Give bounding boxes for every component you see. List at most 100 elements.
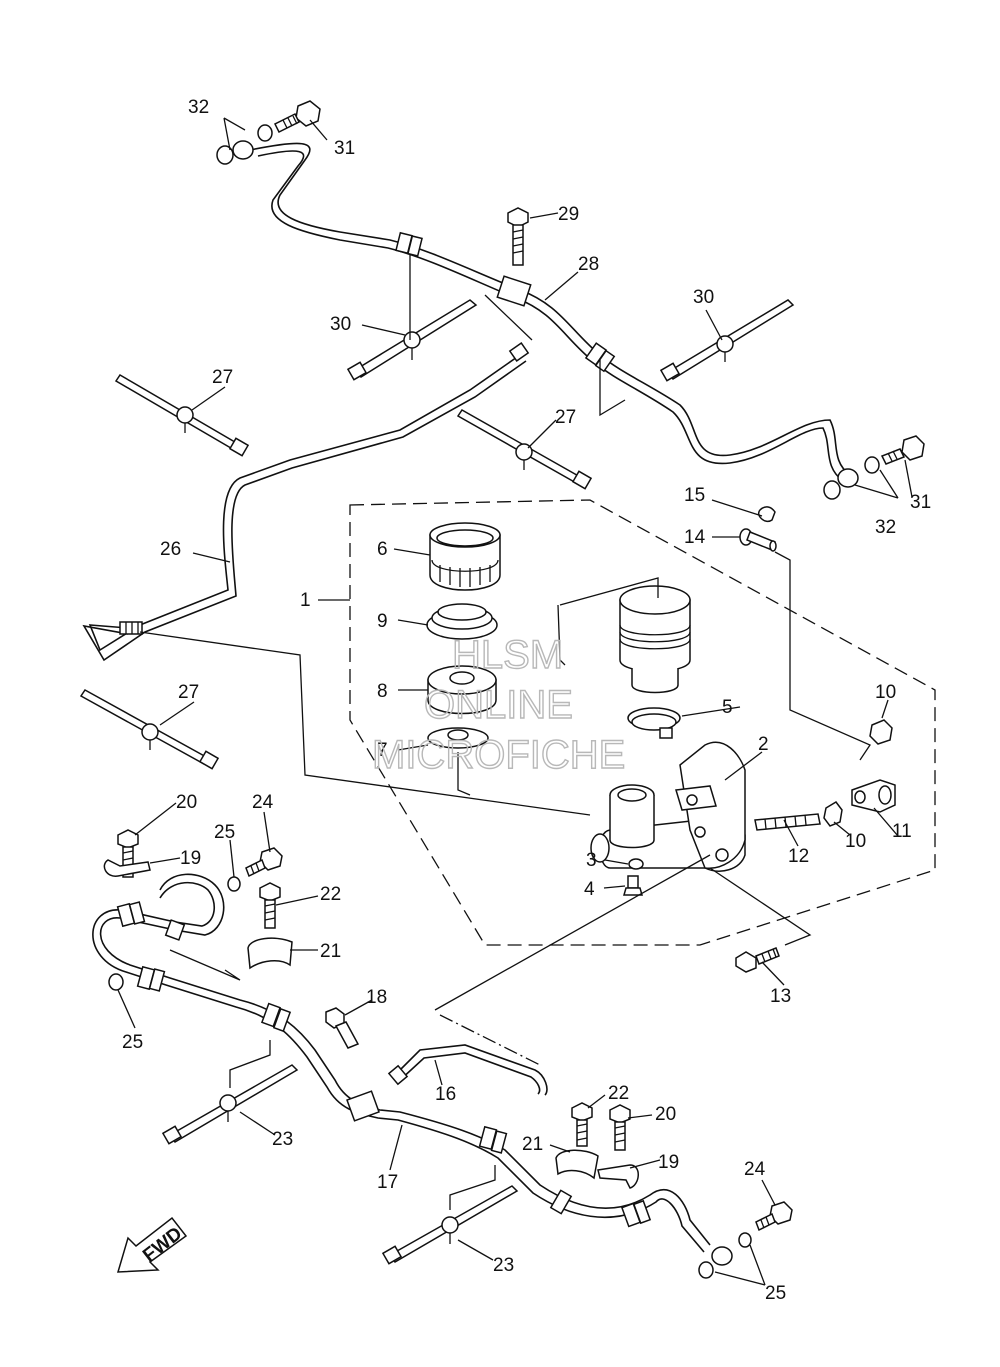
- callout-26: 26: [160, 539, 181, 560]
- callout-18: 18: [366, 987, 387, 1008]
- callout-labels: 32 31 29 28 30 30 27 27 15 31 32 14 26 6…: [122, 97, 931, 1304]
- clamp-21-lower: [555, 1149, 599, 1180]
- bolt-22-lower: [571, 1102, 593, 1147]
- diaphragm-holder-9: [426, 603, 498, 640]
- clip-19-upper: [103, 859, 151, 877]
- callout-28: 28: [578, 254, 599, 275]
- callout-10-upper: 10: [875, 682, 896, 703]
- callout-11: 11: [892, 821, 912, 842]
- bolt-22-upper: [259, 882, 281, 929]
- float-plate-7: [427, 727, 489, 749]
- fwd-arrow-icon: FWD: [116, 1216, 188, 1273]
- callout-3: 3: [586, 850, 597, 871]
- callout-31-top: 31: [334, 138, 355, 159]
- assembly-boundary: [349, 499, 936, 946]
- bolt-29: [507, 207, 529, 266]
- callout-22-lower: 22: [608, 1083, 629, 1104]
- callout-30-right: 30: [693, 287, 714, 308]
- nut-10-lower: [823, 801, 843, 827]
- bleed-screw-4: [623, 875, 643, 896]
- callout-25-lower: 25: [765, 1283, 786, 1304]
- callout-25-left: 25: [122, 1032, 143, 1053]
- cable-tie-27-upper-left: [114, 373, 250, 457]
- callout-21-lower: 21: [522, 1134, 543, 1155]
- clevis-11: [851, 779, 896, 813]
- nut-10-upper: [869, 719, 893, 745]
- banjo-bolt-24-upper: [245, 847, 283, 878]
- washer-25-upper: [227, 876, 241, 892]
- callout-5: 5: [722, 697, 733, 718]
- callout-24-upper: 24: [252, 792, 274, 813]
- callout-23-left: 23: [272, 1129, 293, 1150]
- callout-14: 14: [684, 527, 706, 548]
- callout-leaders: [117, 117, 913, 1286]
- callout-32-top: 32: [188, 97, 209, 118]
- pipe-junction: [496, 275, 532, 307]
- callout-29: 29: [558, 204, 579, 225]
- callout-4: 4: [584, 879, 595, 900]
- watermark: HLSM ONLINE MICROFICHE: [371, 632, 626, 777]
- diaphragm-8: [427, 665, 497, 715]
- cable-tie-27-lower-left: [79, 689, 220, 770]
- callout-31-right: 31: [910, 492, 931, 513]
- reservoir-cap-6: [429, 522, 501, 591]
- master-cylinder-2: [590, 741, 746, 872]
- washer-25-lower-right-a: [698, 1261, 714, 1279]
- watermark-line2: ONLINE: [424, 683, 573, 727]
- reservoir-body: [619, 585, 691, 694]
- hose-junction: [346, 1090, 380, 1122]
- cable-tie-23-left: [161, 1064, 299, 1145]
- watermark-line1: HLSM: [452, 633, 563, 677]
- callout-24-lower: 24: [744, 1159, 766, 1180]
- callout-27-lower: 27: [178, 682, 199, 703]
- washer-25-lower-left: [108, 973, 124, 991]
- cable-tie-30-right: [659, 299, 795, 382]
- bolt-20-lower: [609, 1104, 631, 1151]
- callout-30-left: 30: [330, 314, 351, 335]
- brake-hose-17: [92, 873, 711, 1253]
- bolt-13: [735, 947, 780, 973]
- banjo-bolt-31-top: [273, 100, 321, 134]
- cable-tie-23-right: [381, 1185, 519, 1265]
- cable-tie-27-middle: [456, 409, 593, 490]
- cable-tie-30-left: [346, 299, 478, 381]
- callout-1: 1: [300, 590, 311, 611]
- hose-clamp-5: [627, 707, 681, 739]
- callout-27-middle: 27: [555, 407, 576, 428]
- brake-pipe-16: [387, 1044, 548, 1096]
- callout-20-upper: 20: [176, 792, 197, 813]
- callout-23-right: 23: [493, 1255, 514, 1276]
- banjo-bolt-31-right: [880, 435, 925, 465]
- banjo-bolt-24-lower: [755, 1201, 793, 1232]
- clevis-pin-14: [739, 528, 777, 552]
- callout-20-lower: 20: [655, 1104, 676, 1125]
- brake-pipe-top: [216, 100, 925, 500]
- callout-8: 8: [377, 681, 388, 702]
- callout-19-lower: 19: [658, 1152, 679, 1173]
- callout-17: 17: [377, 1172, 398, 1193]
- callout-19-upper: 19: [180, 848, 201, 869]
- callout-10-lower: 10: [845, 831, 866, 852]
- callout-2: 2: [758, 734, 769, 755]
- brake-pipe-26: [82, 342, 530, 662]
- cotter-pin-15: [758, 506, 776, 522]
- callout-21-upper: 21: [320, 941, 341, 962]
- callout-12: 12: [788, 846, 809, 867]
- callout-7: 7: [377, 740, 388, 761]
- clip-19-lower: [597, 1164, 639, 1189]
- callout-13: 13: [770, 986, 791, 1007]
- callout-16: 16: [435, 1084, 456, 1105]
- callout-27-upper: 27: [212, 367, 233, 388]
- callout-25-upper: 25: [214, 822, 235, 843]
- watermark-line3: MICROFICHE: [372, 733, 625, 777]
- callout-9: 9: [377, 611, 388, 632]
- bolt-18: [325, 1007, 360, 1049]
- callout-32-right: 32: [875, 517, 896, 538]
- washer-25-lower-right-b: [738, 1232, 752, 1248]
- callout-6: 6: [377, 539, 388, 560]
- washer-3: [628, 858, 644, 870]
- callout-15: 15: [684, 485, 705, 506]
- callout-22-upper: 22: [320, 884, 341, 905]
- clamp-21-upper: [247, 937, 293, 970]
